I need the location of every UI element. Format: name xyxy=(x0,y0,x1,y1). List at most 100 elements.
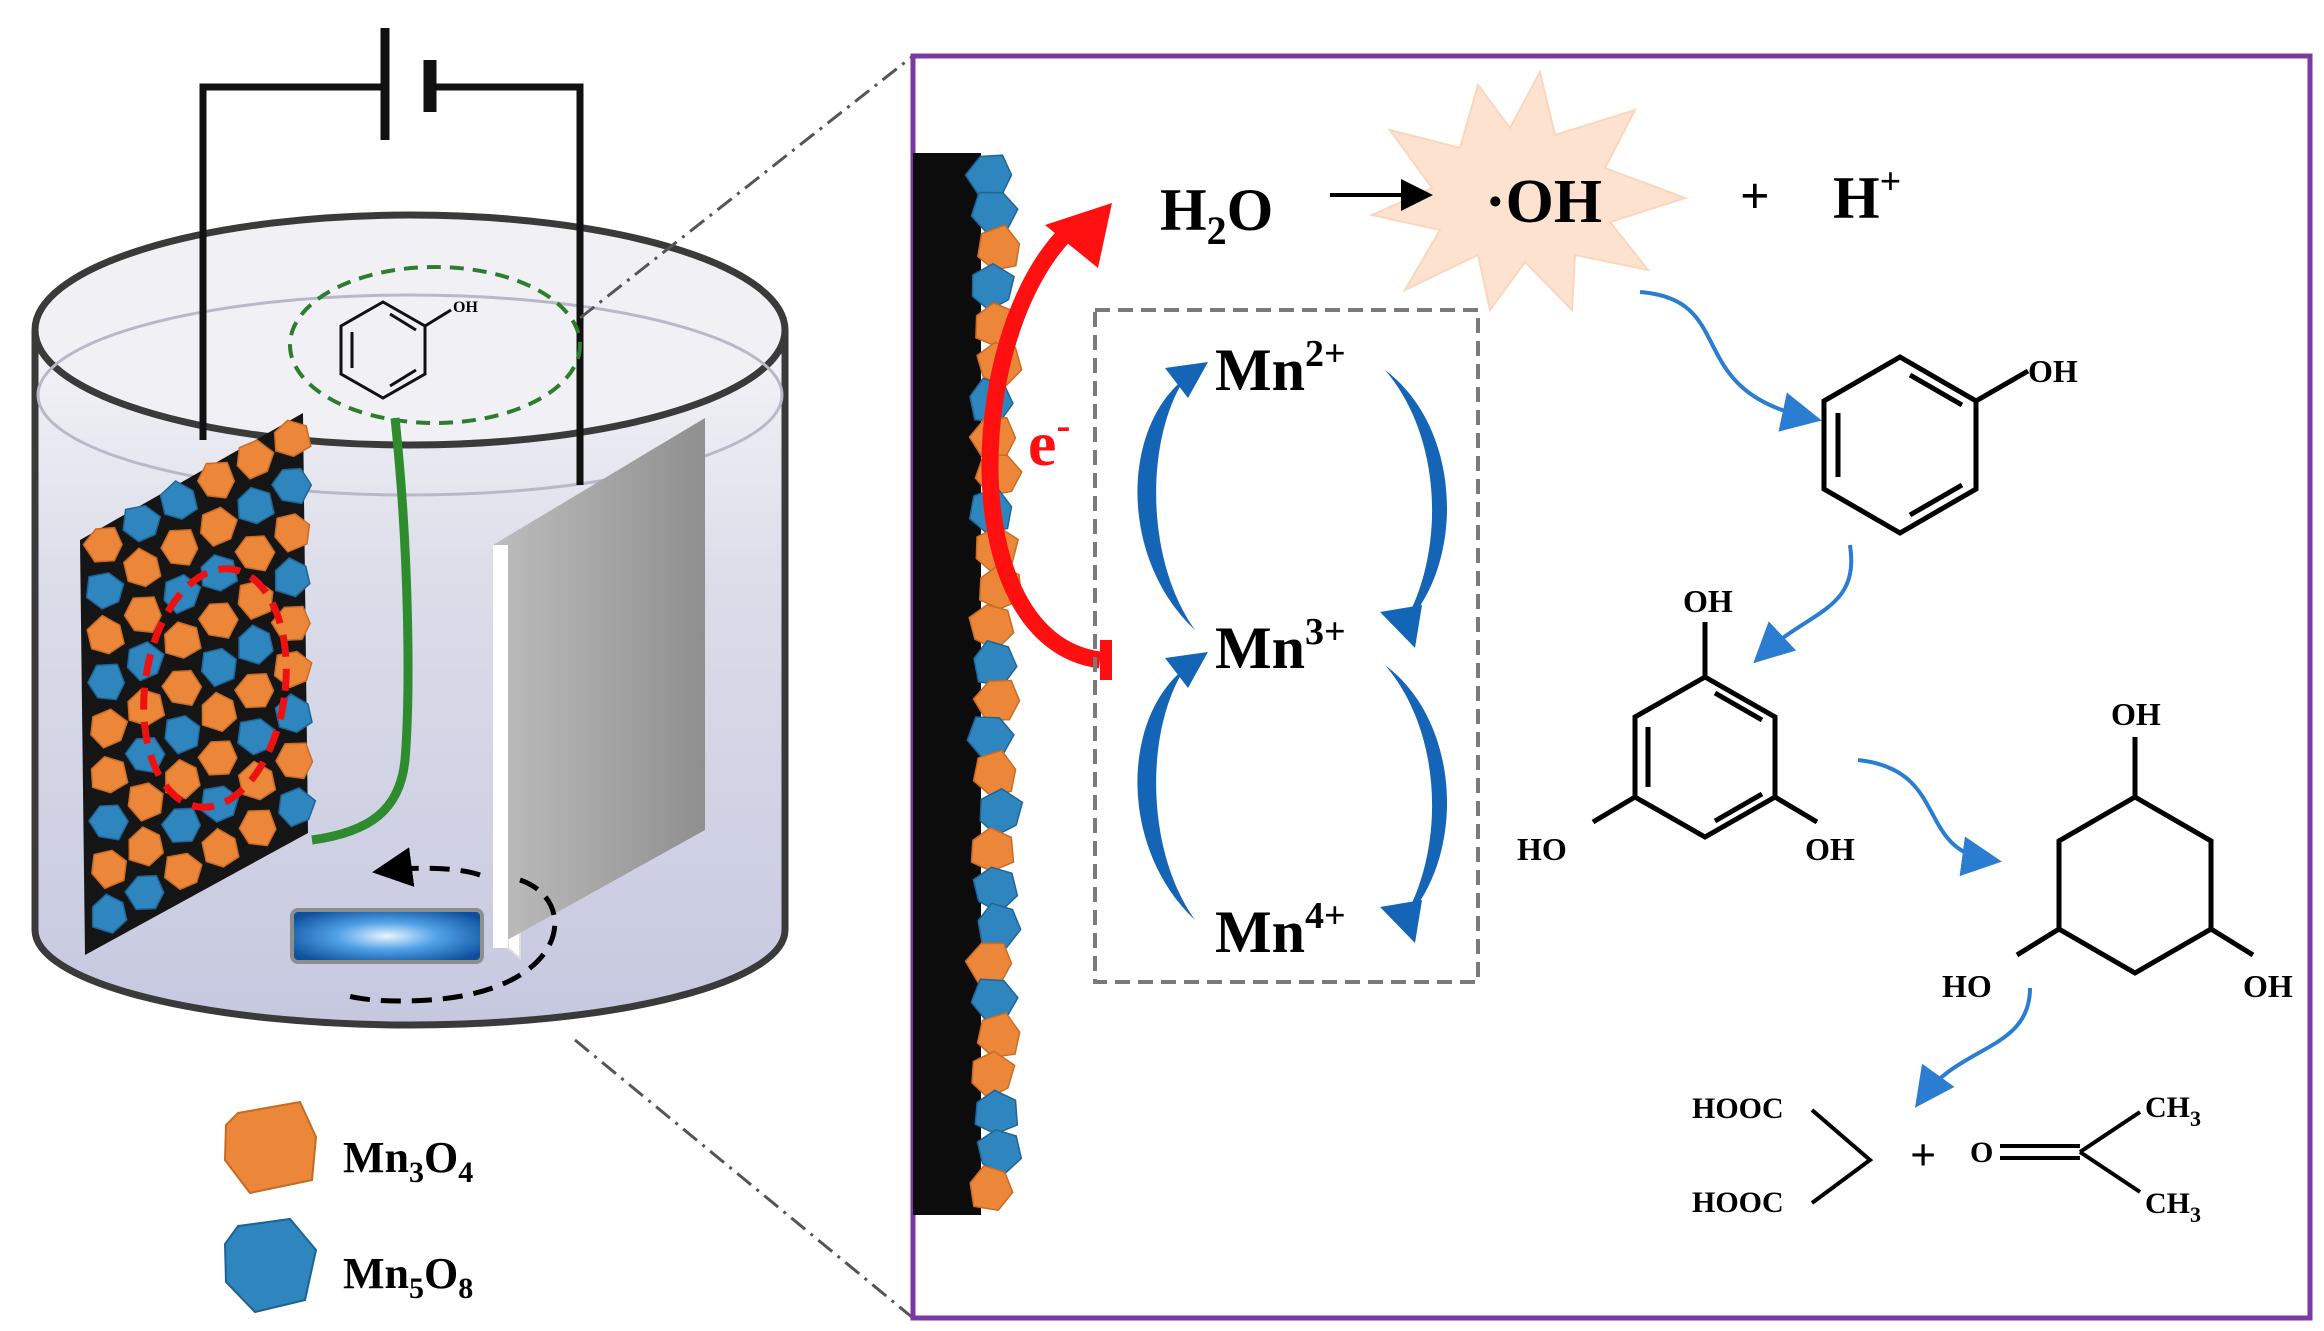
legend-mn3o4-sub2: 4 xyxy=(458,1156,473,1189)
phenol-oh: OH xyxy=(2028,353,2078,389)
mn3o4-crystal xyxy=(970,826,1015,873)
mn3o4-crystal xyxy=(201,827,240,868)
legend-mn5o8-base: Mn xyxy=(343,1249,409,1298)
mn3o4-crystal xyxy=(199,506,238,547)
mn3o4-crystal xyxy=(238,809,277,847)
pathway-arrow-4 xyxy=(1914,987,2032,1108)
electron-transfer-arrow: e- xyxy=(981,203,1112,680)
mn3o4-crystal xyxy=(82,526,123,563)
mn5o8-crystal xyxy=(278,787,317,828)
mn3o4-crystal xyxy=(163,621,202,659)
mn5o8-crystal xyxy=(85,572,125,610)
zoom-line-bottom xyxy=(574,1038,914,1320)
phloroglucinol-ho-left: HO xyxy=(1517,831,1567,867)
water-formula: H2O xyxy=(1160,177,1273,253)
mn3o4-crystal xyxy=(972,749,1017,796)
mn3o4-crystal xyxy=(127,782,164,822)
triol-ho-left: HO xyxy=(1942,968,1992,1004)
legend-mn3o4: Mn3O4 xyxy=(223,1100,473,1195)
mn3o4-crystal xyxy=(237,760,277,801)
mn3o4-crystal xyxy=(165,758,201,800)
mn5o8-crystal xyxy=(973,639,1018,686)
mn3o4-crystal-icon xyxy=(223,1100,318,1195)
zoom-frame xyxy=(910,53,2313,1321)
mn3o4-crystal xyxy=(233,673,275,709)
legend: Mn3O4 Mn5O8 xyxy=(223,1100,473,1314)
redox-arrow-down-2 xyxy=(1380,665,1448,943)
mn3o4-crystal xyxy=(123,596,162,634)
mn5o8-crystal xyxy=(200,647,238,688)
mn5o8-crystal xyxy=(270,467,313,505)
mn3o4-crystal xyxy=(90,755,129,794)
electron-label: e- xyxy=(1028,403,1070,479)
rotation-arrow-top xyxy=(372,847,481,887)
mn3o4-crystal xyxy=(91,849,128,890)
stir-bar-icon xyxy=(290,908,484,964)
mn5o8-crystal xyxy=(159,480,199,520)
mn3o4-crystal xyxy=(236,439,275,480)
rotation-arrow xyxy=(344,877,558,1004)
phenol-mini-oh: OH xyxy=(453,299,478,316)
phenol-highlight xyxy=(288,265,582,425)
pathway-arrow-1 xyxy=(1639,290,1822,432)
zoom-line-top xyxy=(579,54,914,320)
degradation-pathway: OH OH OH HO OH OH HO xyxy=(1517,290,2293,1227)
mn2-label: Mn2+ xyxy=(1215,333,1346,403)
mn5o8-crystal xyxy=(87,663,126,701)
acetone-ch3-top: CH3 xyxy=(2145,1091,2201,1131)
product-plus: + xyxy=(1910,1129,1936,1180)
mn3o4-crystal xyxy=(86,614,125,655)
redox-cycle-box xyxy=(1093,308,1480,984)
mn5o8-crystal xyxy=(164,714,201,755)
acetone-o: O xyxy=(1970,1136,1993,1169)
redox-cycle: Mn2+ Mn3+ Mn4+ xyxy=(1137,333,1448,965)
mn5o8-crystal xyxy=(974,1089,1019,1135)
trihydroxybenzene-structure: OH OH HO xyxy=(1517,583,1855,867)
mn3o4-crystal xyxy=(234,535,276,572)
triol-oh-top: OH xyxy=(2111,696,2161,732)
pathway-arrow-3 xyxy=(1857,758,2002,877)
mn5o8-crystal xyxy=(237,486,275,525)
phenol-structure-icon: OH xyxy=(339,299,478,400)
mn3o4-crystal xyxy=(201,691,238,733)
redox-arrow-up-2 xyxy=(1137,652,1208,920)
mn3o4-crystal xyxy=(196,461,236,499)
legend-mn5o8-sub2: 8 xyxy=(458,1272,473,1305)
cyclohexanetriol-structure: OH OH HO xyxy=(1942,696,2293,1004)
mn3o4-crystal xyxy=(270,605,311,642)
mn3o4-crystal xyxy=(275,742,314,780)
mn3o4-crystal xyxy=(128,826,165,867)
mn3o4-crystal xyxy=(163,852,203,891)
mn5o8-crystal xyxy=(122,504,162,543)
working-electrode xyxy=(80,413,317,955)
mn3o4-crystal xyxy=(976,224,1021,271)
counter-electrode xyxy=(493,418,705,961)
acetone-structure: O CH3 CH3 xyxy=(1970,1091,2201,1227)
legend-mn3o4-sub1: 3 xyxy=(409,1156,424,1189)
legend-mn5o8-sub1: 5 xyxy=(409,1272,424,1305)
mn3o4-crystal xyxy=(197,740,238,776)
mn5o8-crystal-icon xyxy=(223,1217,318,1314)
phloroglucinol-oh-top: OH xyxy=(1683,583,1733,619)
mn5o8-crystal xyxy=(238,624,274,665)
mn3-label: Mn3+ xyxy=(1215,611,1346,681)
hydroxyl-radical: ·OH xyxy=(1485,168,1602,236)
mn3o4-crystal xyxy=(90,708,129,749)
phloroglucinol-oh-right: OH xyxy=(1805,831,1855,867)
mn3o4-crystal xyxy=(976,1012,1021,1058)
liquid-surface xyxy=(36,293,784,497)
mn3o4-crystal xyxy=(969,1164,1014,1212)
malonic-acid-structure: HOOC HOOC xyxy=(1692,1092,1874,1219)
triol-oh-right: OH xyxy=(2243,968,2293,1004)
mn5o8-crystal xyxy=(91,893,128,934)
mn3o4-crystal xyxy=(273,419,312,458)
phenol-structure: OH xyxy=(1821,353,2078,536)
mn3o4-crystal xyxy=(122,547,162,588)
hooc-top: HOOC xyxy=(1692,1092,1784,1125)
mn3o4-crystal xyxy=(160,529,199,566)
mn3o4-crystal xyxy=(197,602,239,639)
mn4-label: Mn4+ xyxy=(1215,895,1346,965)
mn5o8-crystal xyxy=(274,556,311,598)
mn5o8-crystal xyxy=(200,553,239,592)
magnified-region xyxy=(140,565,290,811)
